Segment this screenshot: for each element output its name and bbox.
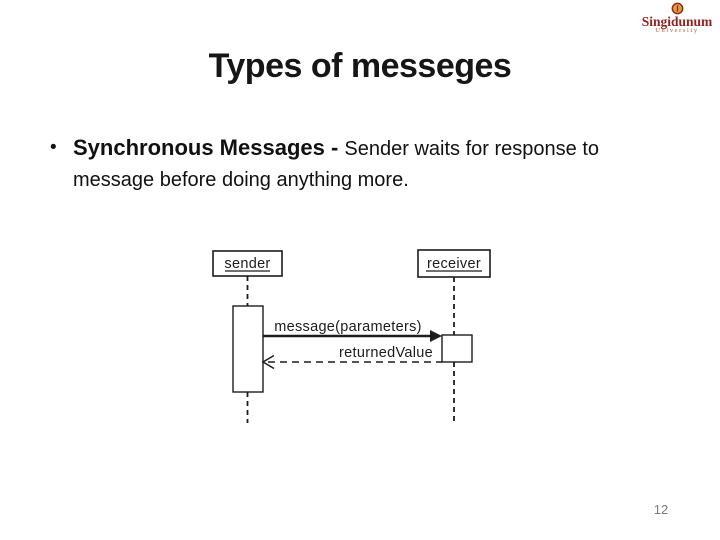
receiver-object-box xyxy=(417,249,491,278)
logo-subtitle: University xyxy=(655,26,699,34)
bullet-item: • Synchronous Messages - Sender waits fo… xyxy=(50,132,645,196)
receiver-activation-bar xyxy=(441,334,473,363)
sender-label: sender xyxy=(224,256,270,272)
sequence-diagram-canvas: sender receiver message(parameters) retu… xyxy=(212,249,491,423)
page-number: 12 xyxy=(653,502,669,517)
return-label: returnedValue xyxy=(339,345,433,361)
bullet-marker: • xyxy=(50,137,57,158)
return-arrowhead-icon xyxy=(261,354,275,370)
message-label: message(parameters) xyxy=(274,319,422,335)
sender-object-box xyxy=(212,250,283,277)
university-logo: Singidunum University xyxy=(641,2,713,34)
logo-name: Singidunum xyxy=(641,14,713,29)
sender-activation-bar xyxy=(232,305,264,393)
bullet-rest-text: Sender waits for response to message bef… xyxy=(73,138,600,191)
university-crest-icon xyxy=(671,2,683,15)
message-arrowhead-icon xyxy=(430,330,442,342)
slide-title: Types of messeges xyxy=(208,47,512,85)
receiver-label: receiver xyxy=(427,256,481,272)
sequence-diagram: sender receiver message(parameters) retu… xyxy=(190,240,510,430)
bullet-paragraph: Synchronous Messages - Sender waits for … xyxy=(73,132,645,196)
bullet-lead-text: Synchronous Messages - xyxy=(73,135,345,160)
